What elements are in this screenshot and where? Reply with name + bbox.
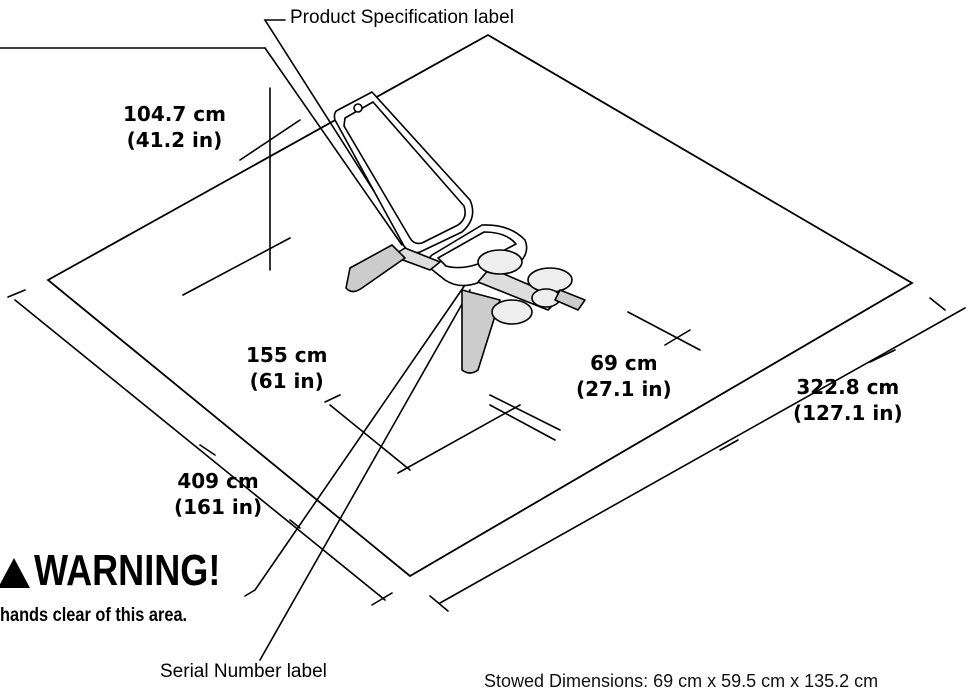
footprint-line bbox=[627, 311, 701, 351]
bench-length-imperial: (61 in) bbox=[249, 369, 324, 393]
serial-callout-line bbox=[259, 289, 471, 661]
product-spec-label: Product Specification label bbox=[290, 7, 514, 28]
bench-height-dimension: 104.7 cm (41.2 in) bbox=[123, 101, 226, 153]
warning-callout-line bbox=[244, 284, 466, 597]
footprint-line bbox=[397, 404, 521, 474]
warning-title: WARNING! bbox=[34, 546, 221, 595]
serial-number-label: Serial Number label bbox=[160, 661, 327, 682]
bench-length-metric: 155 cm bbox=[246, 343, 328, 367]
stowed-dimensions: Stowed Dimensions: 69 cm x 59.5 cm x 135… bbox=[484, 671, 879, 691]
area-length-dimension: 409 cm (161 in) bbox=[174, 468, 262, 520]
area-width-dimension: 322.8 cm (127.1 in) bbox=[793, 374, 903, 426]
warning-text: hands clear of this area. bbox=[0, 605, 188, 626]
bench-width-metric: 69 cm bbox=[590, 351, 658, 375]
bench-width-imperial: (27.1 in) bbox=[576, 377, 672, 401]
bench-height-imperial: (41.2 in) bbox=[126, 128, 223, 152]
length-dimension-line bbox=[329, 404, 411, 471]
area-length-metric: 409 cm bbox=[177, 469, 259, 493]
area-width-dimension-line bbox=[439, 307, 966, 604]
footprint-line bbox=[489, 394, 561, 431]
footprint-line bbox=[182, 237, 291, 296]
warning-triangle-icon bbox=[0, 558, 30, 588]
weight-bench bbox=[333, 91, 586, 374]
bench-height-metric: 104.7 cm bbox=[123, 102, 226, 126]
width-dimension-line bbox=[489, 404, 556, 441]
product-spec-callout-line bbox=[263, 19, 406, 241]
bench-length-dimension: 155 cm (61 in) bbox=[246, 342, 327, 394]
bench-width-dimension: 69 cm (27.1 in) bbox=[576, 350, 672, 402]
area-width-metric: 322.8 cm bbox=[796, 375, 900, 399]
area-width-imperial: (127.1 in) bbox=[793, 401, 903, 425]
area-length-imperial: (161 in) bbox=[174, 495, 263, 519]
